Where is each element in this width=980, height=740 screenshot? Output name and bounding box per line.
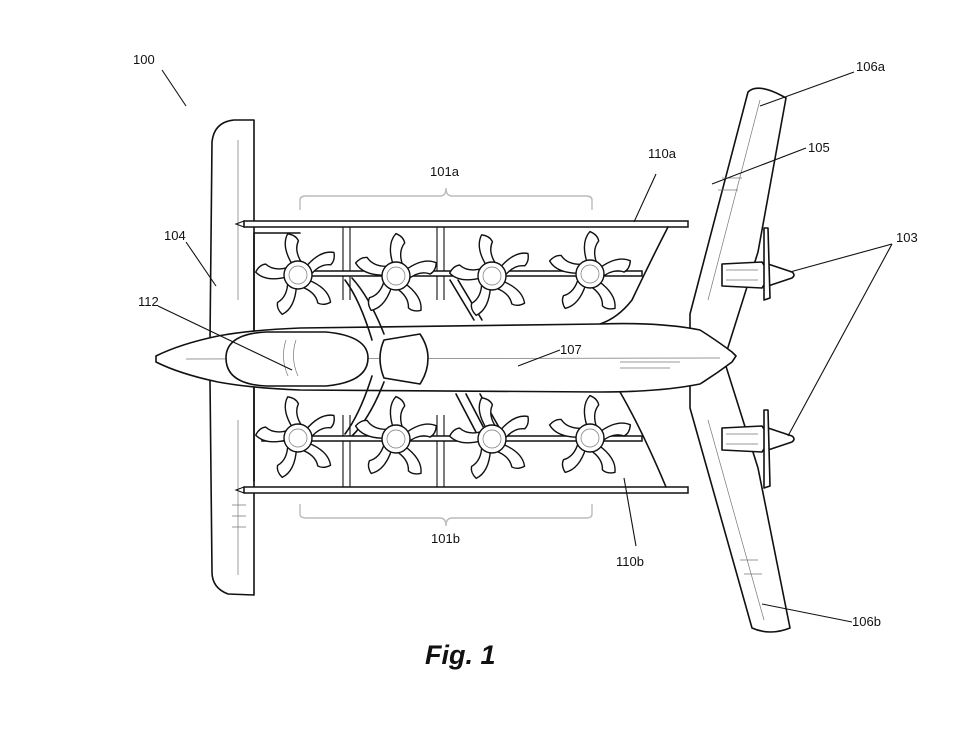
rotor-blade xyxy=(498,415,529,442)
label-rotor-group-top: 101a xyxy=(430,164,460,179)
lift-rotor xyxy=(448,234,529,317)
rotor-blade xyxy=(561,276,587,310)
rotor-blade xyxy=(548,418,585,438)
center-fairing xyxy=(379,333,429,385)
rotor-blade xyxy=(254,426,291,443)
wing-shade-bottom xyxy=(740,559,762,575)
bracket-101a xyxy=(299,187,593,210)
label-main-wing: 105 xyxy=(808,140,830,155)
label-wing-tip-bottom: 106b xyxy=(852,614,881,629)
lift-rotor xyxy=(548,394,632,474)
rotor-blade xyxy=(354,419,391,439)
wing-shade-top xyxy=(718,177,742,191)
lift-rotor xyxy=(254,396,335,479)
rotor-blade xyxy=(304,251,335,278)
rotor-hub-inner xyxy=(288,265,308,285)
rotor-hub xyxy=(477,261,507,291)
rotor-blade xyxy=(561,440,587,474)
rotor-blade xyxy=(448,427,485,444)
rotor-blade xyxy=(598,258,632,279)
rotor-blade xyxy=(588,444,616,474)
rotor-blade xyxy=(478,234,498,268)
rotor-blade xyxy=(276,442,298,479)
boom-top-tip xyxy=(234,220,245,228)
wing-detail-top xyxy=(707,99,761,301)
rotor-blade xyxy=(254,263,291,280)
rotor-blade xyxy=(448,264,485,281)
lift-rotor xyxy=(354,232,438,312)
rotor-blade xyxy=(394,282,422,312)
lift-rotor xyxy=(254,233,335,316)
label-boom-top: 110a xyxy=(648,146,677,161)
rotor-hub-inner xyxy=(386,266,406,286)
rotor-blade xyxy=(284,396,304,430)
label-aircraft: 100 xyxy=(133,52,155,67)
rotor-hub xyxy=(575,259,605,289)
boom-bottom-tip xyxy=(234,486,245,494)
label-boom-bottom: 110b xyxy=(616,554,644,569)
lift-rotor xyxy=(354,395,438,475)
rotor-blade xyxy=(588,280,616,310)
rotor-blade xyxy=(470,443,492,480)
rotor-blade xyxy=(304,414,335,441)
canopy-glare xyxy=(283,339,299,377)
rotor-blade xyxy=(284,233,304,267)
pusher-propeller-bottom xyxy=(721,409,795,489)
rotor-hub-inner xyxy=(482,429,502,449)
main-wing xyxy=(689,87,791,633)
leader-lines xyxy=(157,69,893,623)
cockpit-canopy xyxy=(225,331,369,387)
rotor-hub xyxy=(381,424,411,454)
rotor-hub xyxy=(381,261,411,291)
label-pusher-propellers: 103 xyxy=(896,230,918,245)
figure-caption: Fig. 1 xyxy=(425,640,496,670)
lift-rotor xyxy=(548,230,632,310)
boom-bottom xyxy=(243,486,689,494)
rotor-hub-inner xyxy=(482,266,502,286)
rotor-blade xyxy=(367,278,393,312)
rotor-hub xyxy=(575,423,605,453)
rotor-hub-inner xyxy=(580,264,600,284)
rotor-blade xyxy=(276,279,298,316)
label-wing-tip-top: 106a xyxy=(856,59,886,74)
boom-top xyxy=(243,220,689,228)
rotor-blade xyxy=(389,232,406,268)
lift-rotor xyxy=(448,397,529,480)
wing-detail-bottom xyxy=(707,419,765,621)
rotor-blade xyxy=(470,280,492,317)
canard-shade xyxy=(232,504,246,528)
rotor-hub xyxy=(477,424,507,454)
rotor-blade xyxy=(548,254,585,274)
struts xyxy=(342,227,445,487)
root-curve-bottom xyxy=(619,391,667,488)
rotor-blade xyxy=(498,252,529,279)
rotor-hub xyxy=(283,260,313,290)
rotor-blade xyxy=(583,230,600,266)
inner-frame-top xyxy=(253,232,301,331)
rotor-blade xyxy=(394,445,422,475)
rotor-hub-inner xyxy=(386,429,406,449)
rotor-blade xyxy=(404,423,438,444)
rotor-blade xyxy=(583,394,600,430)
rotor-hub-inner xyxy=(580,428,600,448)
bracket-101b xyxy=(299,504,593,527)
root-curve-top xyxy=(599,226,669,325)
rotor-blade xyxy=(367,441,393,475)
label-fuselage: 107 xyxy=(560,342,582,357)
label-cockpit: 112 xyxy=(138,294,159,309)
rotor-blade xyxy=(598,422,632,443)
rotor-blade xyxy=(404,260,438,281)
rotor-blade xyxy=(389,395,406,431)
fuselage-shade xyxy=(620,361,680,369)
rotor-blade xyxy=(478,397,498,431)
rotor-blade xyxy=(354,256,391,276)
rotor-hub-inner xyxy=(288,428,308,448)
label-canard: 104 xyxy=(164,228,186,243)
rotor-hub xyxy=(283,423,313,453)
pusher-propeller-top xyxy=(721,227,795,301)
label-rotor-group-bottom: 101b xyxy=(431,531,460,546)
lift-rotors xyxy=(254,230,632,480)
